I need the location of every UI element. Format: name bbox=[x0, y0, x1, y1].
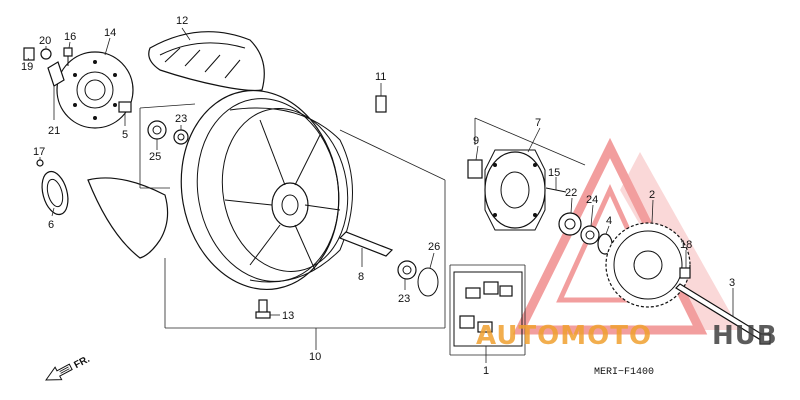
bearing-22 bbox=[558, 212, 582, 236]
splash-guard bbox=[87, 177, 169, 259]
callout-19: 19 bbox=[21, 61, 33, 73]
callout-23-lower: 23 bbox=[398, 293, 410, 305]
nut-19 bbox=[23, 47, 35, 61]
collar-5 bbox=[118, 101, 132, 113]
callout-26: 26 bbox=[428, 241, 440, 253]
callout-8: 8 bbox=[358, 271, 364, 283]
screw-17 bbox=[36, 159, 44, 167]
diagram-code: MERI−F1400 bbox=[594, 367, 654, 378]
watermark-word-a: AUTOMOTO bbox=[476, 321, 652, 351]
callout-22: 22 bbox=[565, 187, 577, 199]
callout-5: 5 bbox=[122, 129, 128, 141]
damper-set-1 bbox=[453, 271, 523, 347]
driven-flange-7 bbox=[484, 149, 546, 231]
final-driven-sprocket-2 bbox=[605, 222, 691, 308]
callout-16: 16 bbox=[64, 31, 76, 43]
callout-21: 21 bbox=[48, 125, 60, 137]
callout-6: 6 bbox=[48, 219, 54, 231]
callout-17: 17 bbox=[33, 146, 45, 158]
callout-18: 18 bbox=[680, 239, 692, 251]
bolt-16 bbox=[63, 47, 73, 66]
callout-13: 13 bbox=[282, 310, 294, 322]
callout-20: 20 bbox=[39, 35, 51, 47]
washer-20 bbox=[40, 48, 52, 60]
rear-axle-3 bbox=[675, 283, 771, 345]
rear-wheel bbox=[180, 89, 353, 291]
callout-11: 11 bbox=[375, 71, 386, 83]
callout-7: 7 bbox=[535, 117, 541, 129]
collar-9 bbox=[467, 159, 483, 179]
callout-25: 25 bbox=[149, 151, 161, 163]
axle-collar-8 bbox=[338, 231, 394, 257]
direction-label: FR. bbox=[72, 354, 92, 371]
callout-1: 1 bbox=[483, 365, 489, 377]
callout-labels: 12 14 16 20 19 21 5 17 6 25 23 11 10 13 … bbox=[21, 15, 735, 377]
brake-disc bbox=[56, 51, 134, 129]
callout-12: 12 bbox=[176, 15, 188, 27]
balance-weight-11 bbox=[375, 95, 387, 113]
nut-18 bbox=[679, 267, 691, 279]
circlip-26 bbox=[417, 267, 439, 297]
callout-3: 3 bbox=[729, 277, 735, 289]
bearing-24 bbox=[580, 225, 600, 245]
valve-13 bbox=[255, 299, 271, 319]
leader-lines bbox=[27, 27, 734, 363]
callout-9: 9 bbox=[473, 135, 479, 147]
callout-2: 2 bbox=[649, 189, 655, 201]
callout-10: 10 bbox=[309, 351, 321, 363]
callout-15: 15 bbox=[548, 167, 560, 179]
cover-6 bbox=[41, 170, 69, 216]
assembly-outline bbox=[139, 103, 586, 356]
plate-21 bbox=[47, 61, 65, 87]
callout-14: 14 bbox=[104, 27, 116, 39]
callout-24: 24 bbox=[586, 194, 598, 206]
watermark-text: AUTOMOTO HUB bbox=[476, 321, 778, 351]
watermark-word-b: HUB bbox=[712, 321, 778, 351]
rear-tire bbox=[148, 31, 265, 92]
seal-23-upper bbox=[173, 129, 189, 145]
seal-23-lower bbox=[397, 260, 417, 280]
front-direction-marker: FR. bbox=[45, 354, 92, 381]
bearing-25 bbox=[147, 120, 167, 140]
callout-23-upper: 23 bbox=[175, 113, 187, 125]
callout-4: 4 bbox=[606, 215, 612, 227]
